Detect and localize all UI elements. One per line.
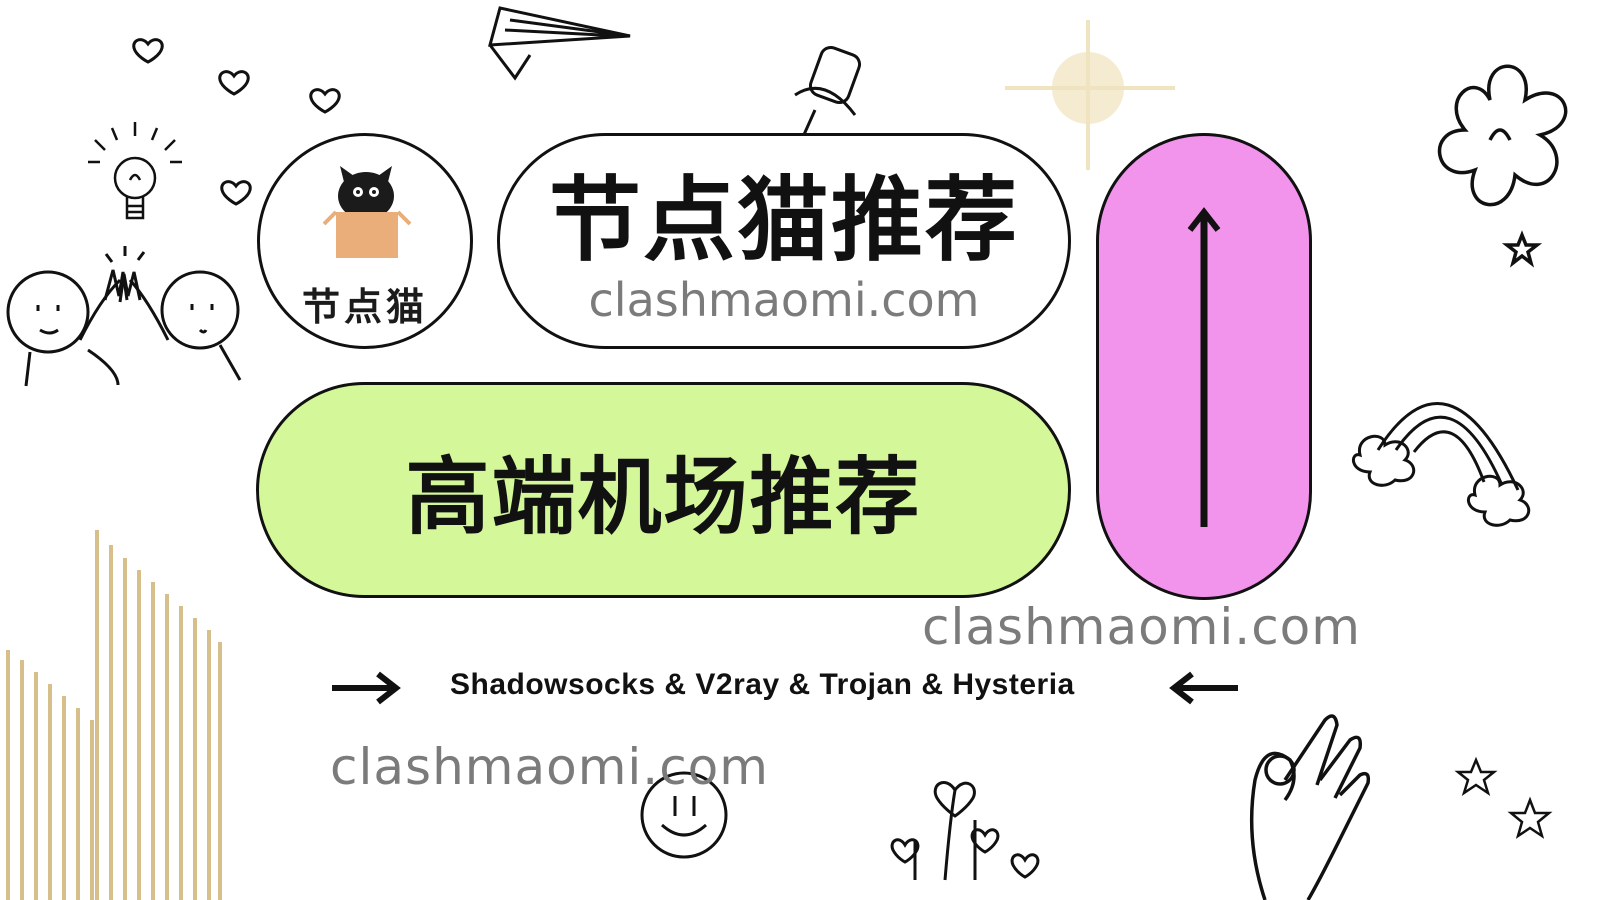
- sparkle-glow-icon: [1005, 20, 1175, 170]
- green-pill-title: 高端机场推荐: [405, 447, 922, 546]
- arrow-up-icon: [1187, 206, 1221, 527]
- ok-hand-icon: [1249, 714, 1371, 900]
- gold-stripes-decor: [6, 530, 222, 900]
- lightbulb-icon: [88, 122, 182, 220]
- high-five-people-icon: [6, 246, 242, 387]
- brand-logo: 节点猫: [257, 133, 473, 349]
- green-pill: 高端机场推荐: [256, 382, 1071, 598]
- header-pill: 节点猫推荐 clashmaomi.com: [497, 133, 1071, 349]
- smiley-face-icon: [640, 771, 728, 859]
- paper-plane-icon: [488, 6, 631, 81]
- heart-plant-icon: [890, 781, 1040, 881]
- arrow-left-icon: [1169, 671, 1238, 705]
- logo-caption: 节点猫: [301, 285, 428, 329]
- watermark-right: clashmaomi.com: [922, 598, 1361, 656]
- flower-icon: [1437, 64, 1568, 268]
- pink-pill: [1096, 133, 1312, 600]
- header-title: 节点猫推荐: [548, 166, 1019, 274]
- hearts-doodle-icon: [132, 38, 341, 206]
- header-subtitle: clashmaomi.com: [588, 272, 980, 327]
- stars-icon: [1454, 756, 1553, 839]
- cat-in-box-icon: [322, 166, 412, 258]
- rainbow-icon: [1352, 402, 1531, 527]
- protocols-text: Shadowsocks & V2ray & Trojan & Hysteria: [450, 668, 1075, 701]
- watermark-left: clashmaomi.com: [330, 738, 769, 796]
- arrow-right-icon: [332, 671, 401, 705]
